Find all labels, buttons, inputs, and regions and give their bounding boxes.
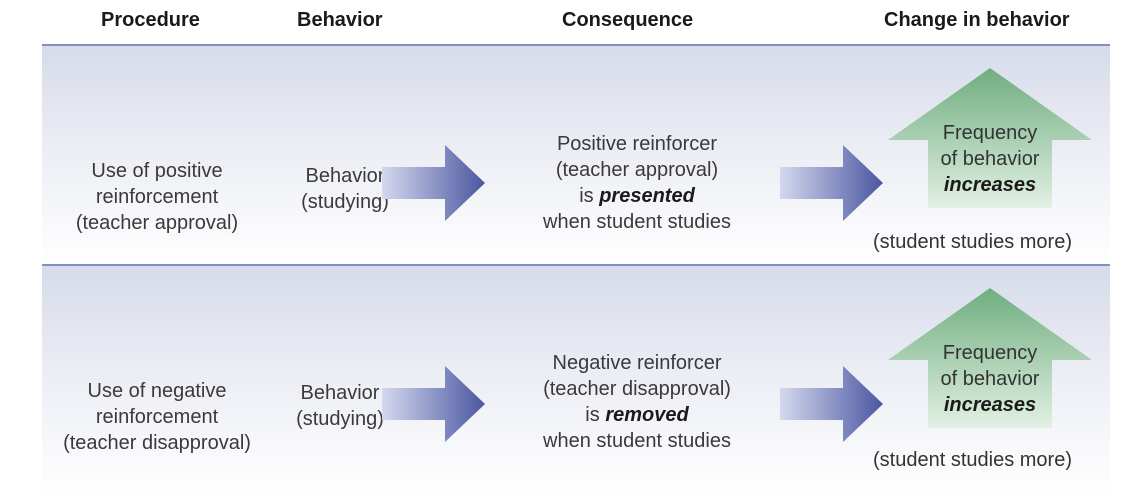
- procedure-line: reinforcement: [95, 186, 219, 208]
- consequence-line: Positive reinforcer: [556, 133, 718, 155]
- procedure-line: reinforcement: [95, 406, 219, 428]
- consequence-keyword: presented: [599, 185, 695, 207]
- change-line: of behavior: [940, 148, 1040, 170]
- change-line: increases: [928, 172, 1052, 198]
- behavior-line: (studying): [296, 408, 384, 430]
- header-change-in-behavior: Change in behavior: [884, 9, 1070, 31]
- change-text: Frequency of behavior increases: [928, 120, 1052, 198]
- row-negative-reinforcement: Use of negative reinforcement (teacher d…: [42, 264, 1110, 496]
- change-keyword: increases: [943, 174, 1037, 196]
- change-note: (student studies more): [873, 449, 1072, 471]
- procedure-line: (teacher approval): [75, 212, 239, 234]
- header-behavior: Behavior: [297, 9, 383, 31]
- row-positive-reinforcement: Use of positive reinforcement (teacher a…: [42, 44, 1110, 266]
- right-arrow-icon: [382, 145, 485, 221]
- consequence-line: (teacher disapproval): [543, 378, 731, 400]
- behavior-line: Behavior: [305, 165, 385, 187]
- change-line: Frequency: [942, 122, 1038, 144]
- procedure-cell: Use of negative reinforcement (teacher d…: [42, 378, 272, 456]
- up-arrow-icon: Frequency of behavior increases: [888, 288, 1092, 428]
- behavior-cell: Behavior (studying): [285, 163, 405, 215]
- procedure-line: Use of positive: [91, 160, 223, 182]
- behavior-line: (studying): [301, 191, 389, 213]
- change-text: Frequency of behavior increases: [928, 340, 1052, 418]
- consequence-line: when student studies: [543, 211, 731, 233]
- change-line: of behavior: [940, 368, 1040, 390]
- procedure-cell: Use of positive reinforcement (teacher a…: [42, 158, 272, 236]
- consequence-cell: Positive reinforcer (teacher approval) i…: [512, 131, 762, 235]
- change-line: Frequency: [942, 342, 1038, 364]
- right-arrow-icon: [780, 145, 883, 221]
- consequence-line: (teacher approval): [555, 159, 719, 181]
- procedure-line: (teacher disapproval): [63, 432, 251, 454]
- consequence-line: Negative reinforcer: [552, 352, 722, 374]
- consequence-line: when student studies: [543, 430, 731, 452]
- consequence-keyword: removed: [605, 404, 689, 426]
- behavior-line: Behavior: [300, 382, 380, 404]
- consequence-cell: Negative reinforcer (teacher disapproval…: [512, 350, 762, 454]
- change-note: (student studies more): [873, 231, 1072, 253]
- header-consequence: Consequence: [562, 9, 694, 31]
- right-arrow-icon: [780, 366, 883, 442]
- change-keyword: increases: [943, 394, 1037, 416]
- right-arrow-icon: [382, 366, 485, 442]
- consequence-is: is: [579, 185, 594, 207]
- behavior-cell: Behavior (studying): [285, 380, 395, 432]
- up-arrow-icon: Frequency of behavior increases: [888, 68, 1092, 208]
- consequence-line: is presented: [512, 183, 762, 209]
- consequence-line: is removed: [512, 402, 762, 428]
- change-line: increases: [928, 392, 1052, 418]
- procedure-line: Use of negative: [87, 380, 227, 402]
- header-procedure: Procedure: [101, 9, 200, 31]
- consequence-is: is: [585, 404, 600, 426]
